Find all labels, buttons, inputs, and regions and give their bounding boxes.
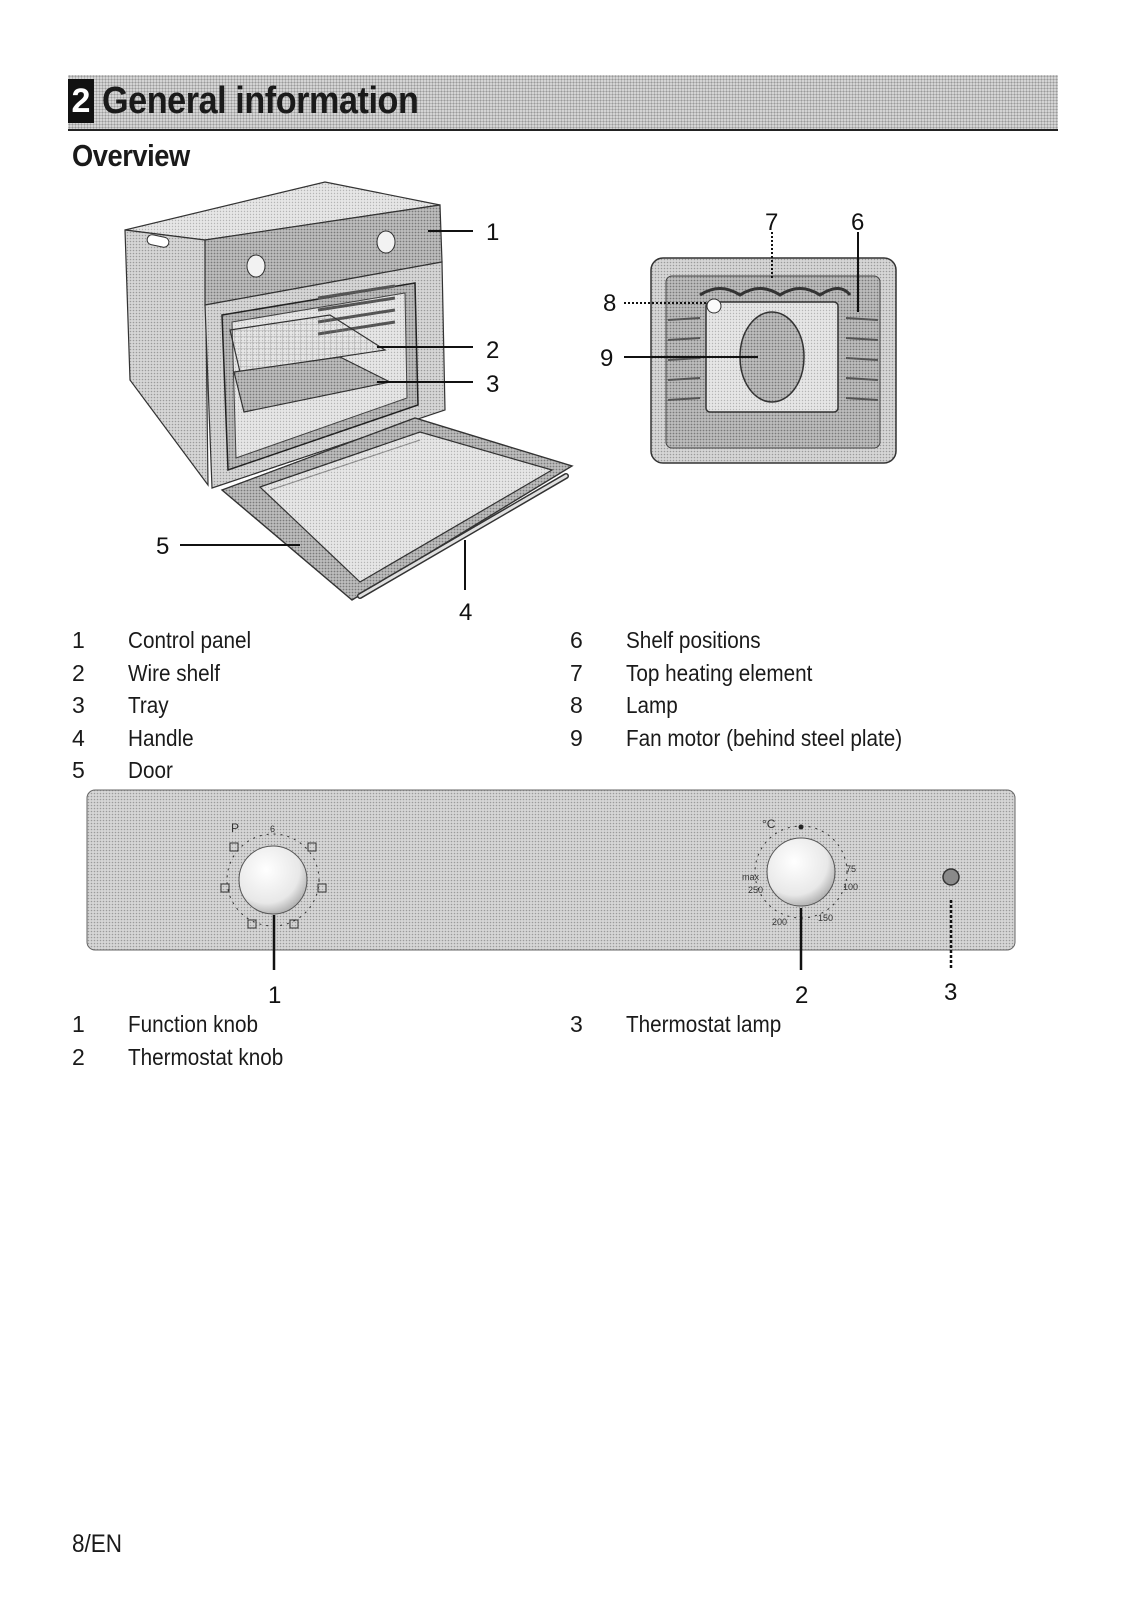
legend-item: 3 Tray (72, 689, 265, 722)
control-panel-illustration: P 6 °C max 250 75 100 200 150 (86, 789, 1016, 951)
oven-legend-left: 1 Control panel 2 Wire shelf 3 Tray 4 Handle… (72, 624, 265, 787)
panel-callout-3: 3 (944, 979, 957, 1006)
legend-item: 7 Top heating element (570, 657, 933, 690)
legend-item: 2 Thermostat knob (72, 1041, 301, 1074)
thermostat-mark-75: 75 (846, 864, 856, 874)
legend-item: 2 Wire shelf (72, 657, 265, 690)
legend-num: 8 (570, 692, 583, 718)
interior-callout-8: 8 (603, 290, 616, 317)
interior-callout-6: 6 (851, 209, 864, 236)
oven-callout-3: 3 (486, 371, 499, 398)
legend-label: Top heating element (626, 659, 813, 686)
legend-num: 7 (570, 659, 583, 686)
oven-interior-illustration (650, 257, 897, 464)
oven-callout-1: 1 (486, 219, 499, 246)
legend-num: 1 (72, 1011, 85, 1037)
legend-num: 3 (72, 692, 85, 718)
panel-callout-lines (272, 900, 953, 970)
legend-num: 3 (570, 1011, 583, 1037)
legend-item: 1 Control panel (72, 624, 265, 657)
legend-item: 5 Door (72, 754, 265, 787)
legend-label: Lamp (626, 692, 678, 718)
interior-callout-7: 7 (765, 209, 778, 236)
legend-num: 2 (72, 1043, 85, 1070)
panel-legend-left: 1 Function knob 2 Thermostat knob (72, 1008, 301, 1073)
legend-item: 1 Function knob (72, 1008, 301, 1041)
legend-item: 8 Lamp (570, 689, 933, 722)
thermostat-mark-200: 200 (772, 917, 787, 927)
legend-num: 2 (72, 659, 85, 686)
oven-body (124, 181, 574, 601)
thermostat-mark-max: max (742, 872, 760, 882)
legend-label: Function knob (128, 1011, 259, 1037)
legend-label: Fan motor (behind steel plate) (626, 724, 903, 751)
panel-callout-2: 2 (795, 982, 808, 1009)
function-mark-6: 6 (270, 824, 275, 834)
legend-label: Wire shelf (128, 659, 221, 686)
legend-label: Thermostat lamp (626, 1011, 782, 1037)
page-footer: 8/EN (72, 1530, 123, 1558)
overview-heading: Overview (72, 138, 190, 173)
oven-legend-right: 6 Shelf positions 7 Top heating element 8 L… (570, 624, 933, 754)
thermostat-knob: °C max 250 75 100 200 150 (742, 817, 858, 927)
legend-num: 9 (570, 724, 583, 751)
thermostat-lamp (942, 868, 960, 886)
legend-label: Thermostat knob (128, 1043, 284, 1070)
legend-num: 5 (72, 757, 85, 783)
section-header: 2 General information (68, 75, 1058, 131)
oven-callout-4: 4 (459, 599, 472, 626)
interior-callout-lines (624, 232, 859, 358)
legend-item: 9 Fan motor (behind steel plate) (570, 722, 933, 755)
legend-num: 4 (72, 724, 85, 751)
legend-item: 3 Thermostat lamp (570, 1008, 799, 1041)
function-mark-p: P (231, 821, 239, 835)
panel-legend-right: 3 Thermostat lamp (570, 1008, 799, 1041)
oven-callout-5: 5 (156, 533, 169, 560)
panel-callout-1: 1 (268, 982, 281, 1009)
function-knob: P 6 (220, 821, 327, 929)
legend-num: 1 (72, 627, 85, 653)
legend-item: 6 Shelf positions (570, 624, 933, 657)
legend-label: Tray (128, 692, 169, 718)
oven-callout-lines (180, 230, 473, 590)
legend-label: Door (128, 757, 173, 783)
thermostat-mark-250: 250 (748, 885, 763, 895)
legend-label: Handle (128, 724, 194, 751)
thermostat-mark-100: 100 (843, 882, 858, 892)
thermostat-mark-celsius: °C (762, 817, 776, 831)
section-number: 2 (68, 79, 94, 123)
legend-item: 4 Handle (72, 722, 265, 755)
legend-label: Shelf positions (626, 627, 761, 653)
legend-num: 6 (570, 627, 583, 653)
thermostat-mark-150: 150 (818, 913, 833, 923)
interior-callout-9: 9 (600, 345, 613, 372)
section-title: General information (102, 80, 419, 122)
legend-label: Control panel (128, 627, 252, 653)
oven-callout-2: 2 (486, 337, 499, 364)
